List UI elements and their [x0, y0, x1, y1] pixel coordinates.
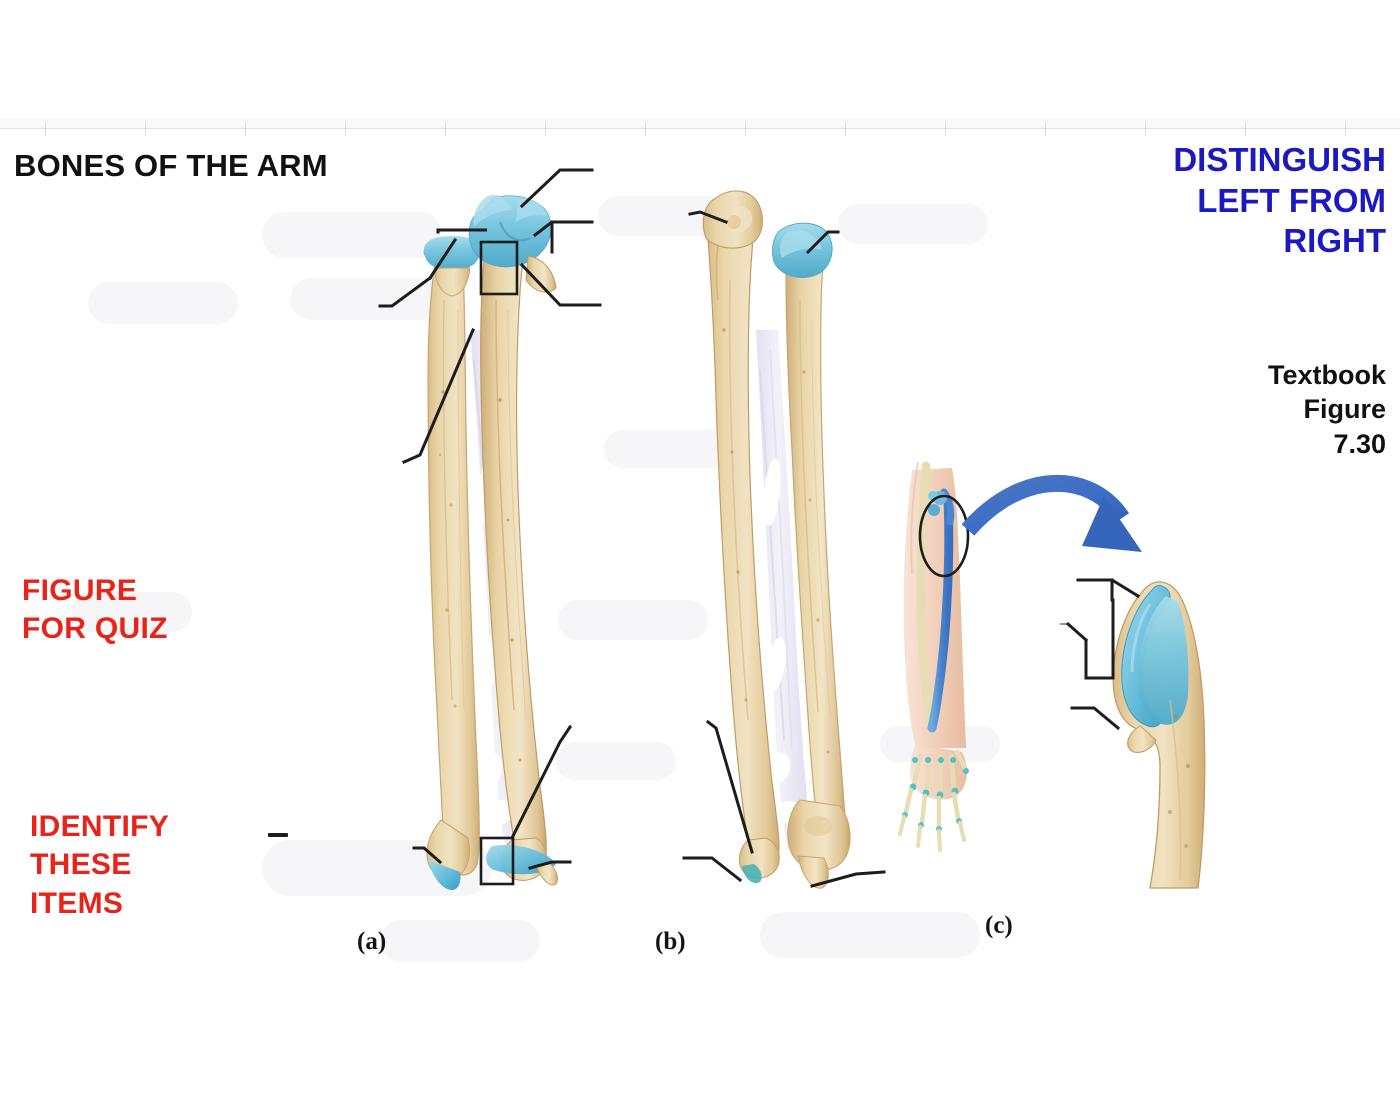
- erased-label-ghost: [556, 742, 676, 780]
- page-title: BONES OF THE ARM: [14, 148, 328, 183]
- erased-label-ghost: [88, 282, 238, 324]
- identify-note: IDENTIFY THESE ITEMS: [30, 808, 169, 923]
- textbook-reference: Textbook Figure 7.30: [1056, 358, 1386, 461]
- erased-label-ghost: [558, 600, 708, 640]
- panel-c-artwork: [898, 461, 1206, 889]
- ruler-band: [0, 118, 1400, 128]
- ruler-line: [0, 128, 1400, 129]
- identify-note-line-2: THESE: [30, 848, 132, 882]
- instruction-line-3: RIGHT: [1283, 222, 1386, 260]
- region-highlight-oval: [918, 494, 970, 578]
- leader-lines-panel-a: [378, 168, 602, 870]
- ruler-tick: [545, 122, 546, 136]
- leader-lines-panel-b: [682, 210, 886, 888]
- panel-label-a: (a): [357, 928, 387, 955]
- erased-label-ghost: [760, 912, 980, 958]
- textbook-line-3: 7.30: [1333, 428, 1386, 459]
- ruler-tick: [645, 122, 646, 136]
- instruction-line-2: LEFT FROM: [1197, 181, 1386, 219]
- erased-label-ghost: [262, 212, 442, 258]
- ruler-tick: [345, 122, 346, 136]
- instruction-line-1: DISTINGUISH: [1173, 141, 1386, 178]
- erased-label-ghost: [838, 204, 988, 244]
- instruction-heading: DISTINGUISH LEFT FROM RIGHT: [966, 140, 1386, 262]
- erased-label-ghost: [380, 920, 540, 962]
- panel-b-artwork: [702, 190, 851, 889]
- pointer-arrow: [961, 474, 1130, 536]
- quiz-note-line-2: FOR QUIZ: [22, 612, 168, 646]
- ruler-tick: [1245, 122, 1246, 136]
- erased-leader-stub: [268, 833, 288, 837]
- quiz-note: FIGURE FOR QUIZ: [22, 572, 168, 649]
- textbook-line-2: Figure: [1303, 394, 1386, 425]
- erased-label-ghost: [290, 278, 440, 320]
- ruler-tick: [445, 122, 446, 136]
- textbook-line-1: Textbook: [1267, 360, 1386, 390]
- identify-note-line-1: IDENTIFY: [30, 810, 170, 843]
- callout-box-proximal: [479, 240, 519, 296]
- panel-label-c: (c): [985, 912, 1013, 939]
- panel-label-b: (b): [655, 928, 686, 955]
- quiz-note-line-1: FIGURE: [22, 574, 138, 607]
- identify-note-line-3: ITEMS: [30, 886, 124, 920]
- ruler-tick: [45, 122, 46, 136]
- ruler-tick: [1045, 122, 1046, 136]
- ruler-tick: [745, 122, 746, 136]
- ruler-tick: [945, 122, 946, 136]
- leader-lines-panel-c: [1065, 578, 1141, 731]
- ruler-tick: [245, 122, 246, 136]
- ruler-tick: [1145, 122, 1146, 136]
- ruler-tick: [1345, 122, 1346, 136]
- erased-label-ghost: [604, 430, 734, 468]
- erased-label-ghost: [72, 592, 192, 632]
- ruler-tick: [145, 122, 146, 136]
- ruler-tick: [845, 122, 846, 136]
- callout-box-distal: [479, 836, 515, 886]
